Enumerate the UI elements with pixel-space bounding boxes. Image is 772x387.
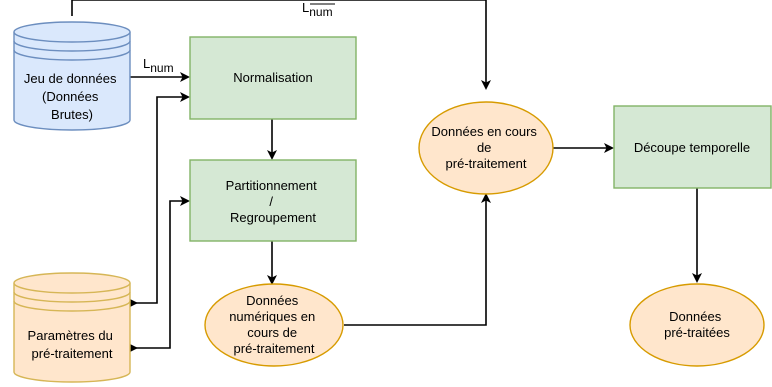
svg-text:Lnum: Lnum — [302, 0, 333, 19]
final-data-label: Données pré-traitées — [664, 309, 730, 340]
edge-params-normalisation — [128, 92, 190, 308]
params-node: Paramètres du pré-traitement — [13, 272, 131, 383]
edges — [71, 0, 702, 353]
params-label: Paramètres du pré-traitement — [28, 328, 117, 361]
dataset-label: Jeu de données (Données Brutes) — [24, 71, 120, 122]
partition-label: Partitionnement / Regroupement — [226, 178, 321, 225]
normalisation-label: Normalisation — [233, 70, 312, 85]
partition-node: Partitionnement / Regroupement — [189, 159, 357, 242]
dataset-node: Jeu de données (Données Brutes) — [13, 21, 131, 131]
edge-dataset-to-in-progress — [71, 0, 491, 90]
in-progress-data-label: Données en cours de pré-traitement — [431, 124, 540, 171]
numeric-data-node: Données numériques en cours de pré-trait… — [204, 283, 344, 367]
decoupe-node: Découpe temporelle — [613, 105, 772, 189]
edge-label-lnum: Lnum — [143, 56, 174, 75]
edge-params-partition — [128, 196, 190, 353]
decoupe-label: Découpe temporelle — [634, 140, 750, 155]
edge-label-lnum-bar: Lnum — [302, 0, 335, 19]
numeric-data-label: Données numériques en cours de pré-trait… — [229, 293, 319, 356]
final-data-node: Données pré-traitées — [629, 283, 765, 367]
normalisation-node: Normalisation — [189, 36, 357, 120]
in-progress-data-node: Données en cours de pré-traitement — [418, 101, 554, 195]
edge-numeric-to-in-progress — [344, 193, 491, 326]
